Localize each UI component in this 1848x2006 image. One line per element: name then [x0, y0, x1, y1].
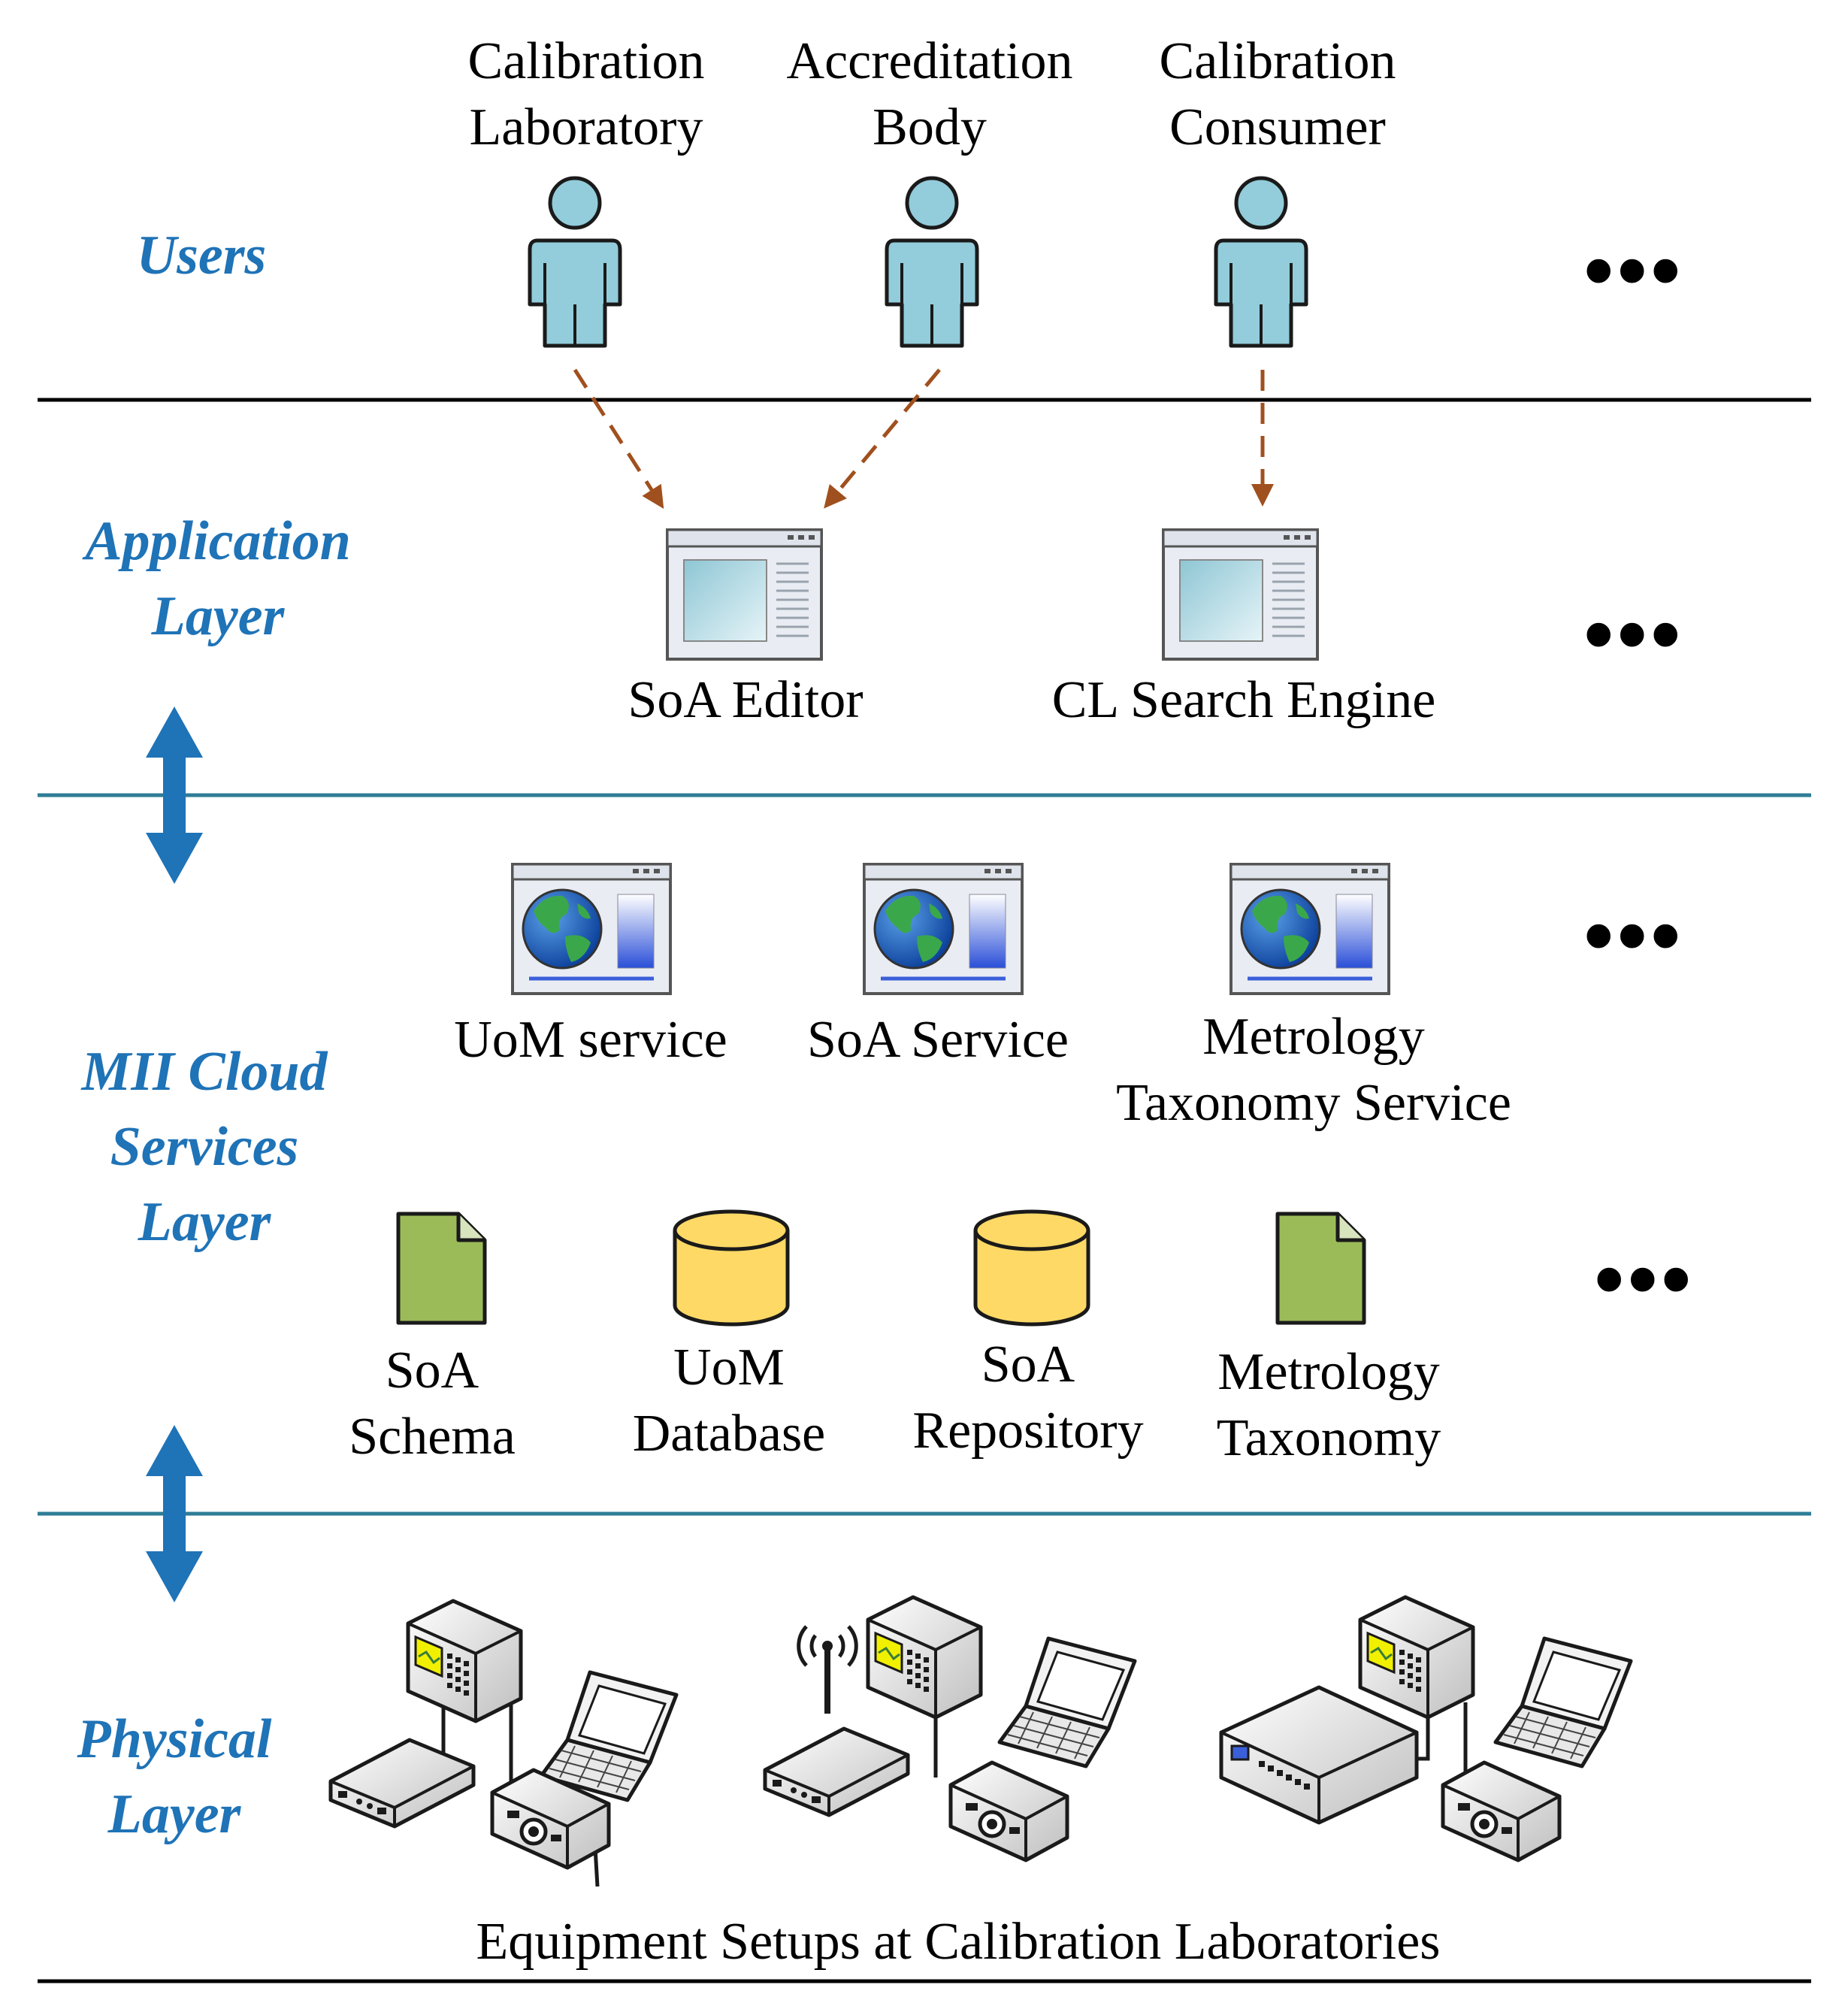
instrument-icon [408, 1601, 521, 1721]
dashed-arrow-lab-to-editor [573, 368, 664, 510]
service-label-line: Taxonomy Service [1116, 1074, 1511, 1132]
user-icon-calibration-laboratory [530, 178, 620, 346]
service-label-line: Metrology [1202, 1008, 1425, 1066]
service-label-metrology-taxonomy: Metrology Taxonomy Service [1116, 1004, 1511, 1136]
user-label-accreditation-body: Accreditation Body [787, 29, 1073, 161]
user-icon-accreditation-body [887, 178, 977, 346]
layer-label-users: Users [137, 218, 267, 293]
dashed-arrow-body-to-editor [824, 368, 941, 509]
application-window-icon-soa-editor [666, 528, 823, 661]
user-label-line: Accreditation [786, 32, 1073, 90]
service-label-line: SoA Service [806, 1011, 1069, 1069]
user-label-line: Body [873, 98, 987, 156]
network-switch-icon [1221, 1687, 1417, 1823]
more-applications-ellipsis: ••• [1584, 588, 1685, 680]
projector-icon [951, 1762, 1067, 1860]
web-service-globe-icon-soa [864, 864, 1022, 994]
layer-label-cloud: MII Cloud Services Layer [82, 1034, 328, 1260]
equipment-setup-3 [1221, 1597, 1631, 1860]
layer-label-line: Services [110, 1116, 299, 1178]
resource-label-line: Schema [349, 1408, 516, 1466]
more-services-ellipsis: ••• [1584, 889, 1685, 982]
user-label-line: Laboratory [469, 98, 703, 156]
user-label-line: Calibration [467, 32, 705, 90]
database-icon-soa-repository [975, 1212, 1088, 1324]
resource-label-line: Database [632, 1405, 826, 1463]
projector-icon [1443, 1762, 1559, 1860]
resource-label-line: SoA [385, 1342, 479, 1399]
app-label-soa-editor: SoA Editor [628, 671, 864, 729]
user-label-calibration-laboratory: Calibration Laboratory [468, 29, 705, 161]
resource-label-soa-repository: SoA Repository [912, 1332, 1143, 1464]
equipment-setup-2 [765, 1597, 1135, 1860]
service-label-line: UoM service [454, 1011, 727, 1069]
instrument-icon [868, 1597, 981, 1717]
physical-layer-caption: Equipment Setups at Calibration Laborato… [476, 1913, 1441, 1971]
resource-label-metrology-taxonomy: Metrology Taxonomy [1217, 1339, 1441, 1472]
instrument-icon [1360, 1597, 1473, 1717]
more-users-ellipsis: ••• [1584, 224, 1685, 316]
wireless-antenna-icon [799, 1626, 857, 1714]
database-icon-uom [675, 1212, 788, 1324]
resource-label-uom-database: UoM Database [633, 1335, 826, 1467]
layer-label-line: MII Cloud [81, 1041, 328, 1103]
laptop-icon [1000, 1638, 1135, 1766]
user-label-line: Calibration [1159, 32, 1396, 90]
web-service-globe-icon-uom [513, 864, 670, 994]
resource-label-line: Taxonomy [1216, 1409, 1441, 1467]
web-service-globe-icon-metrology-taxonomy [1231, 864, 1389, 994]
resource-label-line: UoM [673, 1339, 785, 1396]
app-label-cl-search-engine: CL Search Engine [1051, 671, 1436, 729]
document-icon-metrology-taxonomy [1278, 1214, 1364, 1323]
application-window-icon-cl-search-engine [1162, 528, 1319, 661]
service-label-soa: SoA Service [807, 1007, 1069, 1073]
resource-label-line: Metrology [1217, 1343, 1440, 1401]
layer-label-line: Layer [151, 585, 285, 647]
layer-label-line: Application [85, 510, 351, 572]
layer-label-application: Application Layer [85, 504, 351, 654]
layer-label-line: Layer [138, 1191, 271, 1253]
service-label-uom: UoM service [454, 1007, 727, 1073]
layer-label-physical: Physical Layer [77, 1702, 272, 1852]
layer-label-line: Layer [107, 1784, 241, 1845]
more-resources-ellipsis: ••• [1595, 1233, 1695, 1325]
modem-icon [331, 1740, 473, 1826]
wireless-router-icon [765, 1729, 908, 1815]
resource-label-soa-schema: SoA Schema [349, 1338, 516, 1470]
resource-label-line: SoA [981, 1336, 1075, 1393]
document-icon-soa-schema [398, 1214, 485, 1323]
user-label-calibration-consumer: Calibration Consumer [1160, 29, 1396, 161]
layer-label-line: Users [136, 225, 267, 286]
user-label-line: Consumer [1169, 98, 1386, 156]
resource-label-line: Repository [912, 1402, 1144, 1460]
layer-label-line: Physical [77, 1708, 272, 1770]
user-icon-calibration-consumer [1216, 178, 1306, 346]
equipment-setup-1 [331, 1601, 676, 1887]
laptop-icon [1496, 1638, 1631, 1766]
